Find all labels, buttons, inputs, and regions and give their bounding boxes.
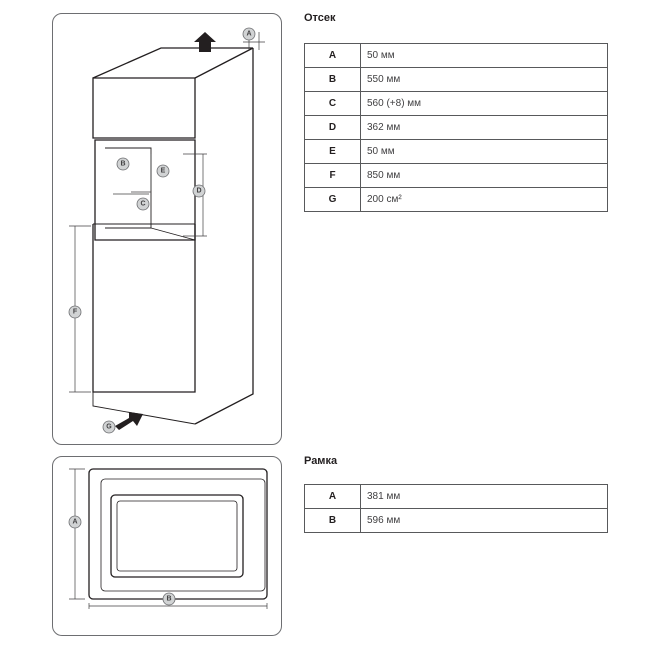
plinth: [92, 392, 196, 425]
frame-title: Рамка: [304, 455, 338, 467]
diagram-label-A: A: [242, 27, 256, 41]
row-key: A: [304, 43, 361, 68]
frame-label-A: A: [68, 515, 82, 529]
air-in-arrow-icon: [115, 412, 143, 430]
row-value: 50 мм: [360, 43, 608, 68]
frame-diagram: A B: [68, 468, 268, 609]
row-value: 596 мм: [360, 508, 608, 533]
lower-cabinet-front: [92, 224, 196, 393]
cabinet-diagram-panel: A B C D E F G: [52, 13, 282, 445]
svg-text:F: F: [73, 309, 78, 316]
niche-inner: [105, 147, 152, 229]
svg-text:C: C: [140, 201, 145, 208]
row-key: D: [304, 115, 361, 140]
upper-cabinet-top: [92, 47, 254, 79]
svg-text:D: D: [196, 188, 201, 195]
row-key: B: [304, 508, 361, 533]
row-key: E: [304, 139, 361, 164]
diagram-label-C: C: [136, 197, 150, 211]
diagram-label-D: D: [192, 184, 206, 198]
upper-cabinet-front: [92, 77, 196, 139]
compartment-title: Отсек: [304, 12, 336, 24]
oven-niche: [94, 139, 196, 241]
svg-text:A: A: [246, 31, 251, 38]
row-value: 381 мм: [360, 484, 608, 509]
row-value: 362 мм: [360, 115, 608, 140]
row-value: 850 мм: [360, 163, 608, 188]
diagram-label-B: B: [116, 157, 130, 171]
cabinet-right-side: [194, 48, 254, 425]
row-key: B: [304, 67, 361, 92]
diagram-label-F: F: [68, 305, 82, 319]
row-key: F: [304, 163, 361, 188]
row-key: C: [304, 91, 361, 116]
row-key: A: [304, 484, 361, 509]
frame-diagram-panel: A B: [52, 456, 282, 636]
diagram-label-G: G: [102, 420, 116, 434]
diagram-label-E: E: [156, 164, 170, 178]
svg-text:G: G: [106, 424, 112, 431]
svg-text:B: B: [166, 596, 171, 603]
row-value: 560 (+8) мм: [360, 91, 608, 116]
frame-window: [110, 494, 244, 578]
row-value: 200 см²: [360, 187, 608, 212]
row-value: 50 мм: [360, 139, 608, 164]
frame-outer: [88, 468, 268, 600]
svg-text:A: A: [72, 519, 77, 526]
row-key: G: [304, 187, 361, 212]
frame-label-B: B: [162, 592, 176, 606]
svg-text:B: B: [120, 161, 125, 168]
cabinet-diagram: A B C D E F G: [68, 27, 265, 434]
air-out-arrow-icon: [194, 32, 216, 52]
svg-text:E: E: [161, 168, 166, 175]
row-value: 550 мм: [360, 67, 608, 92]
